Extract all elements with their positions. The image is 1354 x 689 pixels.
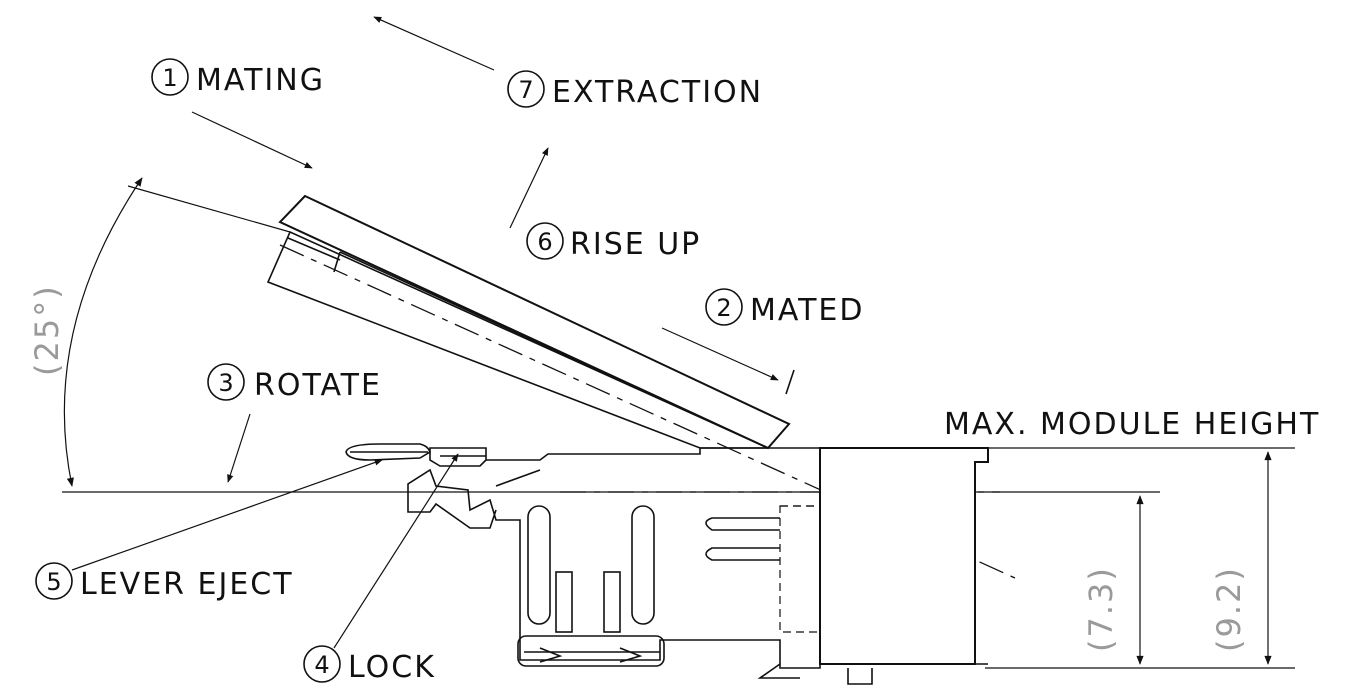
cage-slot-3	[555, 571, 573, 633]
step-7-label: EXTRACTION	[552, 75, 763, 110]
host-connector-housing	[819, 447, 989, 665]
cage-bottom-rail	[517, 635, 665, 667]
cage-slot-2	[631, 505, 655, 625]
step-3-label: ROTATE	[254, 368, 382, 403]
step-4: 4 LOCK	[303, 645, 436, 685]
plug-latch-edge	[333, 251, 341, 273]
step-2-circle	[705, 288, 743, 326]
max-module-height-label: MAX. MODULE HEIGHT	[944, 407, 1320, 442]
lever-eject-leader	[71, 459, 383, 571]
step-3: 3 ROTATE	[207, 363, 382, 403]
lock-leader	[333, 453, 459, 649]
rise-up-arrow	[509, 147, 549, 229]
step-5: 5 LEVER EJECT	[35, 562, 294, 602]
step-1-circle	[151, 58, 189, 96]
step-4-label: LOCK	[348, 650, 436, 685]
mated-stop-mark	[785, 369, 795, 395]
angle-extension-line	[127, 185, 291, 233]
step-6-circle	[526, 222, 564, 260]
cage-slot-4	[603, 571, 621, 633]
angle-dimension-arc	[63, 177, 143, 487]
housing-peg	[847, 668, 873, 685]
motion-arrows	[71, 16, 795, 649]
cage-foot	[757, 663, 800, 679]
step-2-number: 2	[716, 294, 731, 322]
max-height-text: (9.2)	[1210, 566, 1248, 652]
step-2-label: MATED	[750, 293, 864, 328]
contact-finger-2	[705, 547, 780, 561]
step-1-label: MATING	[196, 63, 325, 98]
step-1: 1 MATING	[151, 58, 325, 98]
plug-inner-edge	[339, 251, 769, 449]
hidden-housing	[779, 505, 821, 633]
step-5-number: 5	[46, 568, 61, 596]
cage-body-outline	[407, 447, 821, 669]
cage-latch-line	[495, 469, 541, 487]
plug-lower-body	[266, 230, 769, 449]
step-4-circle	[303, 645, 341, 683]
reference-lines	[62, 185, 1295, 669]
step-7-circle	[507, 70, 545, 108]
step-6-label: RISE UP	[570, 227, 701, 262]
step-1-number: 1	[162, 64, 177, 92]
lever-eject-handle	[345, 443, 431, 461]
cage-slot-1	[527, 505, 551, 625]
rotate-arrow	[227, 413, 251, 483]
mating-arrow	[191, 111, 313, 169]
step-7-number: 7	[518, 76, 533, 104]
step-4-number: 4	[314, 651, 329, 679]
step-6-number: 6	[537, 228, 552, 256]
lock-tab	[429, 447, 487, 467]
step-5-label: LEVER EJECT	[80, 567, 294, 602]
plug-outer-shell	[278, 194, 791, 450]
receptacle-cage	[345, 443, 989, 685]
step-2: 2 MATED	[705, 288, 864, 328]
seated-height-text: (7.3)	[1082, 566, 1120, 652]
mated-arrow	[661, 327, 779, 381]
contact-finger-1	[705, 517, 780, 531]
step-6: 6 RISE UP	[526, 222, 701, 262]
step-7: 7 EXTRACTION	[507, 70, 763, 110]
step-5-circle	[35, 562, 73, 600]
angle-dimension-text: (25°)	[28, 284, 66, 376]
dimension-lines	[63, 177, 1272, 665]
plug-inner-line	[287, 237, 341, 261]
rail-tabs	[539, 647, 643, 663]
extraction-arrow	[373, 16, 495, 71]
step-3-number: 3	[218, 369, 233, 397]
step-3-circle	[207, 363, 245, 401]
